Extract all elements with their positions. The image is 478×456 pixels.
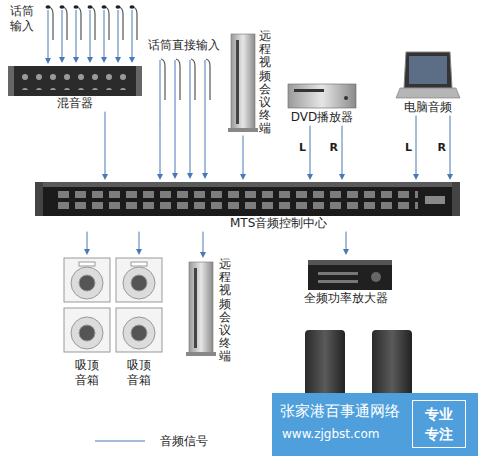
terminal-tower-bottom <box>186 262 216 356</box>
device-node: 话筒输入 <box>10 4 156 42</box>
device-node: DVD播放器 <box>286 80 358 126</box>
legend-text: 音频信号 <box>160 433 208 450</box>
device-area <box>62 255 112 358</box>
legend-line <box>95 440 145 441</box>
watermark-text: 专注 <box>413 427 465 441</box>
channel-label: R <box>437 142 447 154</box>
device-node: MTS音频控制中心 <box>35 180 460 232</box>
device-area <box>8 64 142 96</box>
watermark-box: 专业 专注 <box>412 400 466 448</box>
signal-connector <box>240 136 246 181</box>
mic-signal-lines <box>48 10 135 63</box>
microphones-direct <box>161 59 210 100</box>
device-node: 吸顶音箱 <box>62 255 112 388</box>
device-area <box>230 30 258 130</box>
device-area <box>35 180 460 216</box>
dvd-player <box>288 84 356 108</box>
mixer-device <box>8 66 142 96</box>
device-label: 全频功率放大器 <box>304 291 388 307</box>
signal-connector <box>45 42 51 64</box>
device-node: 远程视频会议终端 <box>188 258 231 364</box>
device-node: 远程视频会议终端 <box>230 30 271 136</box>
device-node: 电脑音频 <box>398 50 458 116</box>
device-label: 远程视频会议终端 <box>259 30 271 136</box>
channel-label: R <box>329 142 339 154</box>
device-label: 话筒直接输入 <box>148 38 220 54</box>
device-area <box>114 255 164 358</box>
device-label: DVD播放器 <box>291 110 353 126</box>
device-area <box>286 80 358 110</box>
mts-rack <box>35 182 460 216</box>
channel-label: L <box>298 142 307 154</box>
watermark-url: www.zjgbst.com <box>282 427 379 441</box>
device-node: 话筒直接输入 <box>146 38 222 124</box>
channel-label: L <box>404 142 413 154</box>
device-node: 吸顶音箱 <box>114 255 164 388</box>
device-label: 混音器 <box>57 96 93 112</box>
signal-connector <box>343 232 349 255</box>
device-label: MTS音频控制中心 <box>230 216 327 232</box>
signal-connector <box>200 232 206 258</box>
device-area <box>300 255 392 291</box>
device-area <box>188 258 218 354</box>
signal-connector <box>307 126 313 180</box>
device-label: 远程视频会议终端 <box>219 258 231 364</box>
device-area <box>398 50 458 100</box>
signal-connector <box>136 232 142 255</box>
device-label: 吸顶音箱 <box>127 358 151 388</box>
mic-signal-lines-direct <box>160 60 208 179</box>
device-node: 全频功率放大器 <box>300 255 392 307</box>
signal-connector <box>157 124 163 180</box>
device-label: 话筒输入 <box>10 4 34 34</box>
ceiling-speakers <box>64 258 162 352</box>
device-area <box>146 54 222 124</box>
signal-connector <box>339 126 345 180</box>
signal-connector <box>447 116 453 180</box>
laptop <box>396 52 460 98</box>
watermark-text: 专业 <box>413 407 465 421</box>
device-node: 混音器 <box>8 64 142 112</box>
signal-connector <box>413 116 419 180</box>
device-label: 电脑音频 <box>404 100 452 116</box>
watermark-panel: 张家港百事通网络 www.zjgbst.com 专业 专注 <box>272 393 478 456</box>
watermark-text: 张家港百事通网络 <box>280 402 400 421</box>
signal-connector <box>102 112 108 180</box>
microphone-heads <box>46 5 135 9</box>
terminal-tower <box>228 34 258 132</box>
signal-connector <box>84 232 90 255</box>
device-area <box>36 4 156 42</box>
amplifier <box>308 260 392 290</box>
device-label: 吸顶音箱 <box>75 358 99 388</box>
